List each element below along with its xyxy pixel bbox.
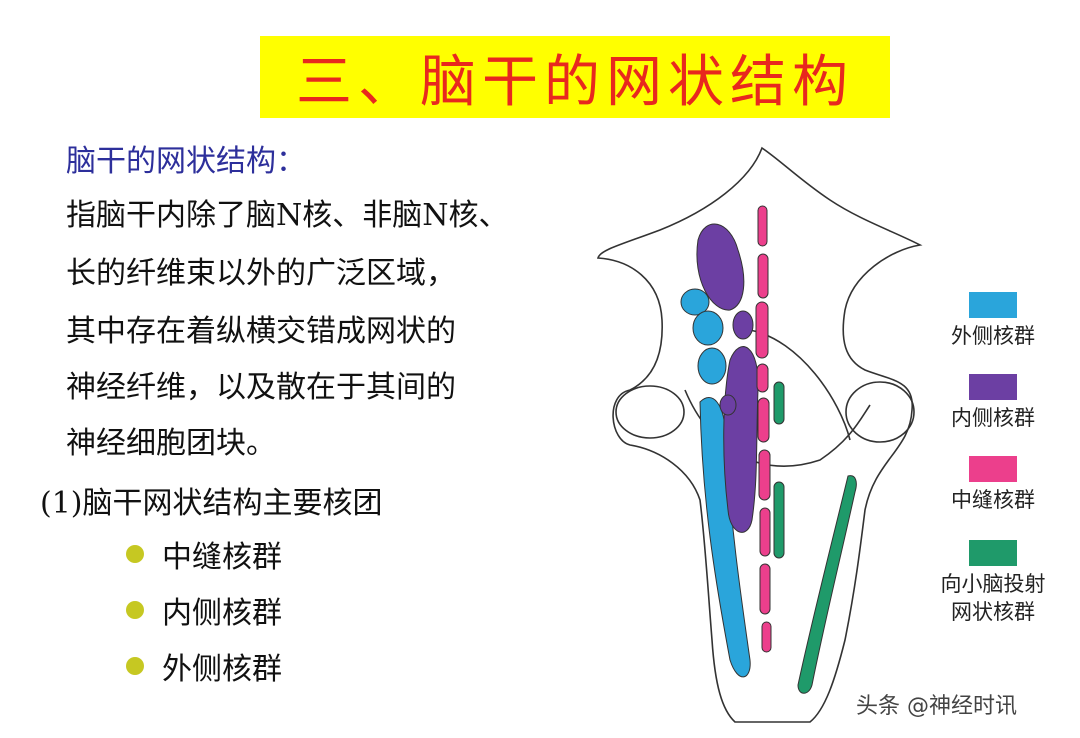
- legend-swatch: [969, 456, 1017, 482]
- bullet-label: 内侧核群: [162, 596, 282, 631]
- definition-line: 其中存在着纵横交错成网状的: [66, 314, 456, 349]
- brainstem-diagram: [596, 146, 923, 723]
- watermark: 头条 @神经时讯: [856, 694, 1017, 719]
- definition-line: 长的纤维束以外的广泛区域，: [66, 256, 456, 291]
- definition-line: 神经纤维，以及散在于其间的: [66, 370, 456, 405]
- lateral-nuclei: [680, 288, 751, 678]
- legend-label: 外侧核群: [951, 324, 1035, 348]
- definition-heading: 脑干的网状结构：: [66, 144, 306, 179]
- title-banner: 三、脑干的网状结构: [260, 36, 890, 118]
- bullet-dot-icon: [126, 545, 144, 563]
- raphe-nuclei: [755, 205, 772, 653]
- legend-item-raphe: 中缝核群: [938, 456, 1048, 514]
- bullet-item: 中缝核群: [126, 532, 282, 576]
- legend-label: 中缝核群: [951, 488, 1035, 512]
- bullet-label: 外侧核群: [162, 652, 282, 687]
- legend-label: 向小脑投射: [940, 572, 1046, 596]
- medial-nuclei: [696, 223, 759, 533]
- page-title: 三、脑干的网状结构: [296, 49, 854, 115]
- bullet-dot-icon: [126, 601, 144, 619]
- definition-line: 指脑干内除了脑N核、非脑N核、: [66, 198, 509, 233]
- cerebellar-projection-nuclei: [773, 381, 857, 694]
- legend-label: 网状核群: [951, 600, 1035, 624]
- bullet-dot-icon: [126, 657, 144, 675]
- bullet-item: 内侧核群: [126, 588, 282, 632]
- legend-swatch: [969, 374, 1017, 400]
- legend-item-lateral: 外侧核群: [938, 292, 1048, 350]
- legend-swatch: [969, 540, 1017, 566]
- legend-item-cerebellar-projection: 向小脑投射 网状核群: [938, 540, 1048, 626]
- definition-line: 神经细胞团块。: [66, 426, 276, 461]
- nuclei-section-heading: (1)脑干网状结构主要核团: [40, 486, 383, 521]
- bullet-label: 中缝核群: [162, 540, 282, 575]
- legend-label: 内侧核群: [951, 406, 1035, 430]
- legend-swatch: [969, 292, 1017, 318]
- legend-item-medial: 内侧核群: [938, 374, 1048, 432]
- bullet-item: 外侧核群: [126, 644, 282, 688]
